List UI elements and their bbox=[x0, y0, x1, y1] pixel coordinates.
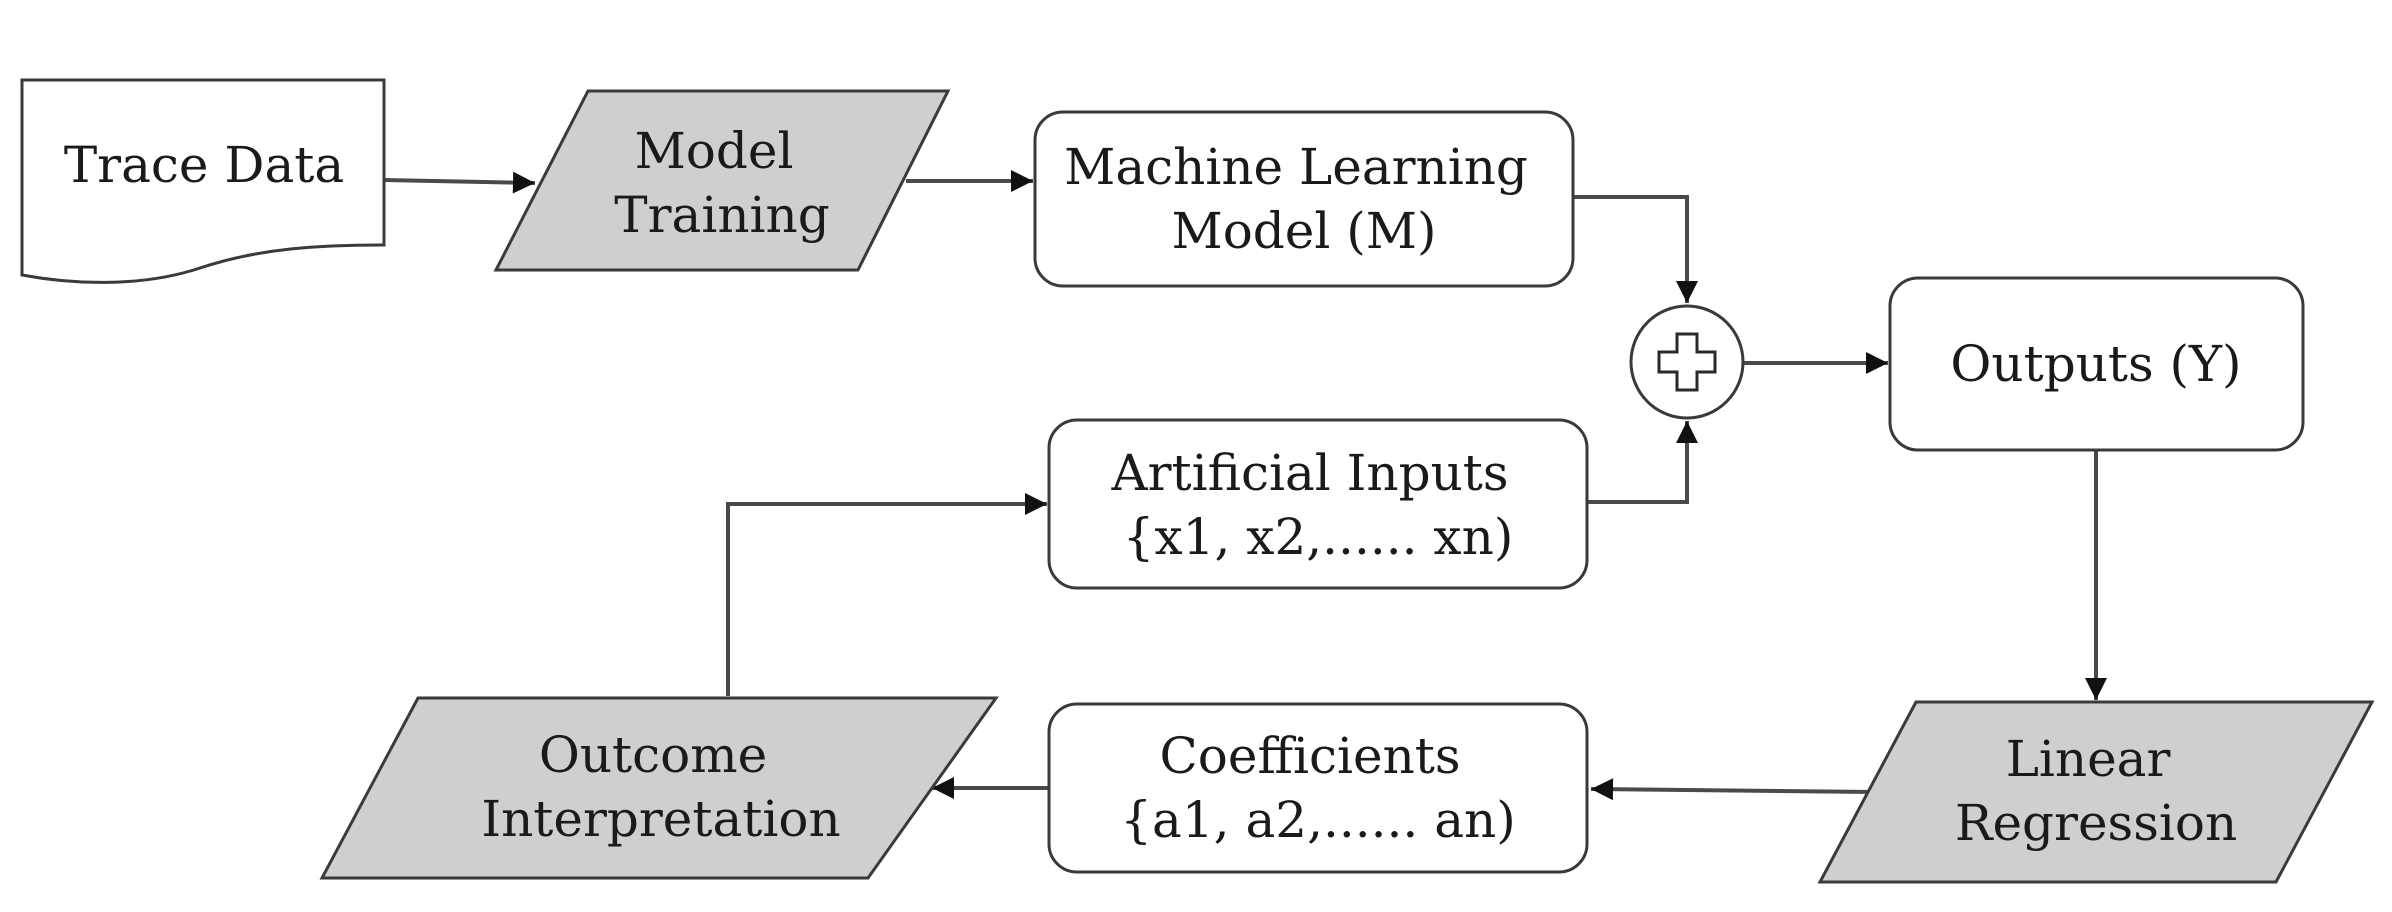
node-linear-regression: Linear Regression bbox=[1817, 700, 2375, 884]
edge-inputs-to-junction bbox=[1587, 421, 1698, 504]
label-line: Training bbox=[614, 186, 829, 244]
edge-ml-model-to-junction bbox=[1574, 195, 1698, 303]
rounded-box bbox=[1047, 702, 1589, 874]
label-line: Coefficients bbox=[1160, 727, 1461, 785]
label-line: Regression bbox=[1955, 794, 2237, 852]
rounded-box bbox=[1888, 276, 2305, 452]
label-line: {a1, a2,...... an) bbox=[1120, 791, 1516, 849]
node-ml-model: Machine Learning Model (M) bbox=[1033, 110, 1575, 288]
node-coefficients: Coefficients {a1, a2,...... an) bbox=[1047, 702, 1589, 874]
label-line: Model (M) bbox=[1172, 202, 1437, 260]
label-line: Interpretation bbox=[481, 790, 840, 848]
edge-interpretation-to-inputs bbox=[726, 493, 1047, 696]
node-label: Outputs (Y) bbox=[1950, 335, 2241, 393]
edge-trace-to-training bbox=[383, 171, 536, 194]
node-outputs: Outputs (Y) bbox=[1888, 276, 2305, 452]
node-label: Model Training bbox=[614, 122, 829, 244]
rounded-box bbox=[1047, 418, 1589, 590]
node-label: Linear Regression bbox=[1955, 730, 2237, 852]
label-line: Outputs (Y) bbox=[1950, 335, 2241, 393]
connectors bbox=[383, 170, 2107, 801]
label-line: Model bbox=[635, 122, 794, 180]
label-line: {x1, x2,...... xn) bbox=[1123, 508, 1514, 566]
node-label: Outcome Interpretation bbox=[481, 726, 840, 848]
rounded-box bbox=[1033, 110, 1575, 288]
parallelogram-shape bbox=[493, 89, 951, 272]
label-line: Artificial Inputs bbox=[1111, 444, 1509, 502]
plus-icon bbox=[1657, 332, 1717, 392]
label-line: Linear bbox=[2006, 730, 2171, 788]
node-label: Trace Data bbox=[64, 136, 344, 194]
node-model-training: Model Training bbox=[493, 89, 951, 272]
edge-regression-to-coefficients bbox=[1590, 778, 1875, 801]
node-label: Machine Learning Model (M) bbox=[1064, 138, 1544, 260]
document-shape bbox=[20, 78, 386, 284]
node-artificial-inputs: Artificial Inputs {x1, x2,...... xn) bbox=[1047, 418, 1589, 590]
node-trace-data: Trace Data bbox=[20, 78, 386, 284]
label-line: Outcome bbox=[539, 726, 767, 784]
sum-junction bbox=[1629, 304, 1745, 420]
parallelogram-shape bbox=[319, 696, 999, 880]
parallelogram-shape bbox=[1817, 700, 2375, 884]
node-outcome-interpretation: Outcome Interpretation bbox=[319, 696, 999, 880]
label-line: Trace Data bbox=[64, 136, 344, 194]
label-line: Machine Learning bbox=[1064, 138, 1528, 196]
node-label: Coefficients {a1, a2,...... an) bbox=[1120, 727, 1516, 849]
node-label: Artificial Inputs {x1, x2,...... xn) bbox=[1111, 444, 1525, 566]
